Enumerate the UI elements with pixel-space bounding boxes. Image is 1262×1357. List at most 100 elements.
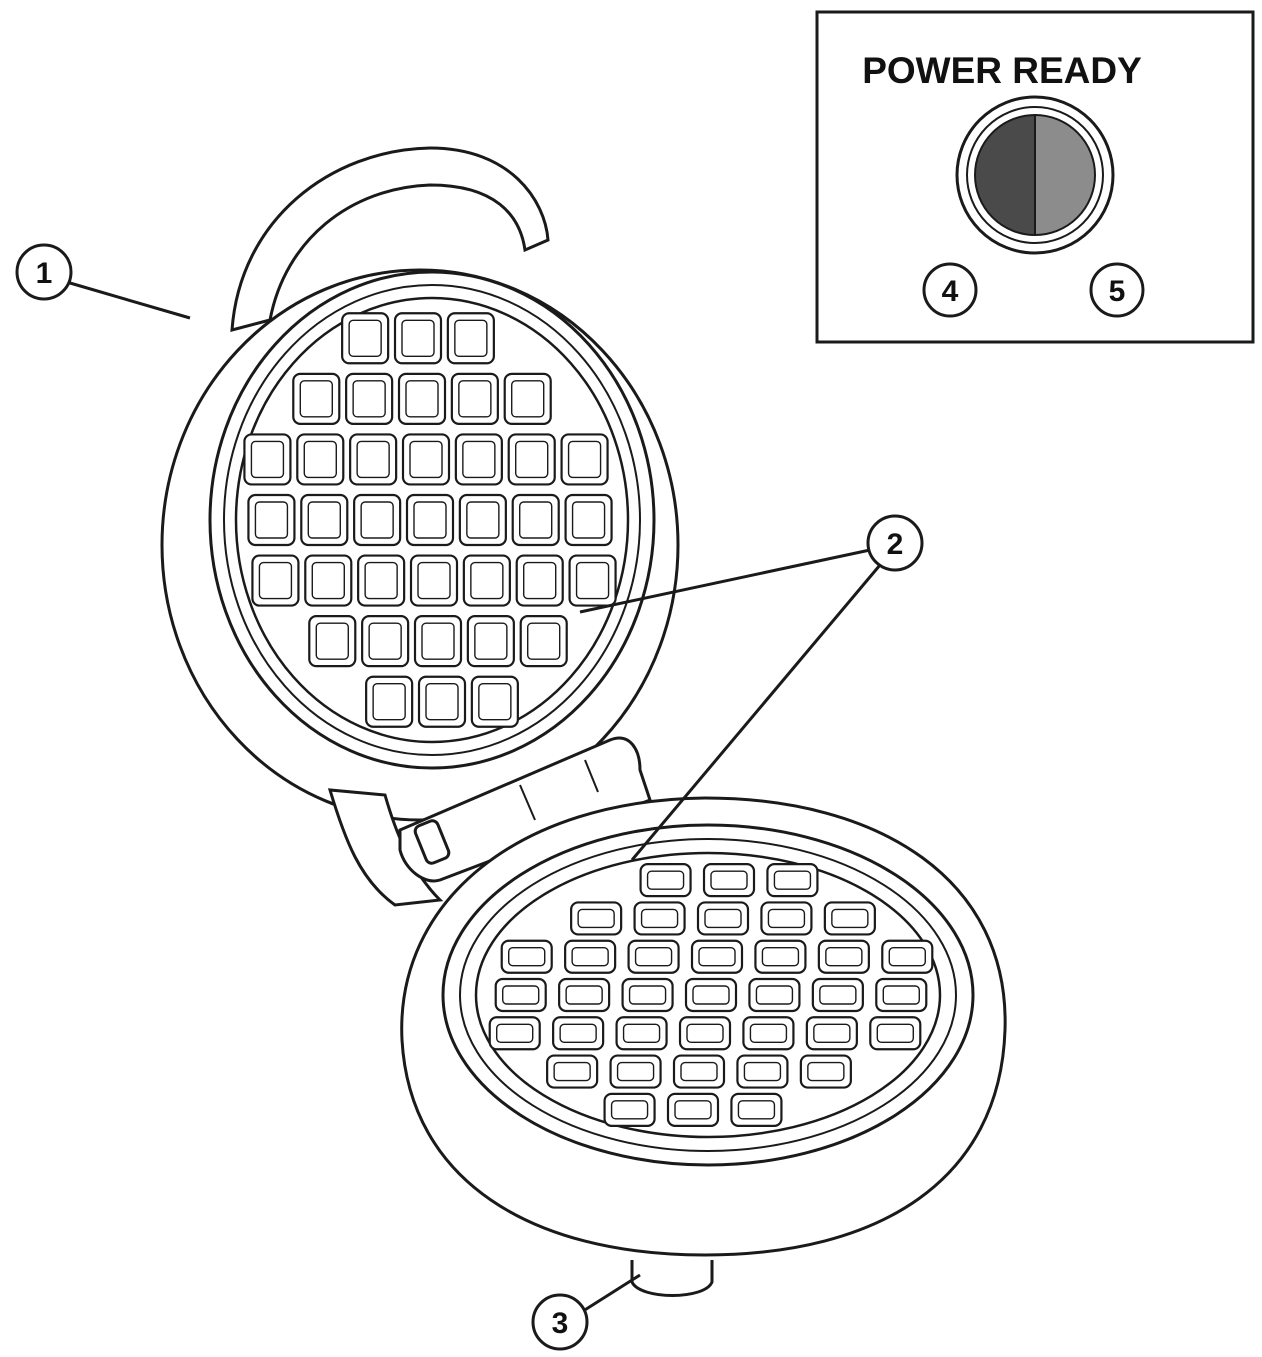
- bottom-plate-cell: [494, 977, 547, 1013]
- top-plate-cell-bevel: [401, 319, 435, 357]
- top-plate-cell: [247, 493, 296, 547]
- callout-2-label: 2: [887, 528, 904, 561]
- top-plate-cell-bevel: [368, 622, 402, 660]
- bottom-plate-cell: [811, 977, 864, 1013]
- leader-3: [579, 1273, 641, 1315]
- top-plate-cell-bevel: [519, 501, 553, 539]
- bottom-plate-cell: [702, 863, 756, 898]
- bottom-plate-cell-bevel: [616, 1061, 655, 1082]
- bottom-plate-cell-bevel: [831, 908, 869, 929]
- top-plate-cell-bevel: [470, 561, 504, 600]
- bottom-plate-cell-bevel: [502, 985, 540, 1005]
- bottom-plate-grid: [488, 863, 934, 1127]
- bottom-plate-cell: [799, 1054, 852, 1089]
- top-plate-cell-bevel: [303, 440, 337, 479]
- callout-3: 3: [531, 1293, 589, 1351]
- top-plate-cell-bevel: [466, 501, 500, 539]
- top-plate-cell-bevel: [307, 501, 341, 539]
- top-plate-cell: [519, 615, 568, 668]
- callout-1: 1: [15, 243, 73, 301]
- bottom-plate-cell-bevel: [813, 1023, 851, 1043]
- bottom-plate-cell-bevel: [680, 1061, 718, 1082]
- top-plate-cell-bevel: [511, 380, 545, 418]
- bottom-plate-cell: [881, 939, 934, 974]
- bottom-plate-cell: [678, 1016, 732, 1051]
- bottom-plate-cell-bevel: [640, 908, 679, 929]
- bottom-plate-cell-bevel: [508, 947, 546, 967]
- top-plate-cell: [365, 675, 414, 728]
- bottom-plate-cell-bevel: [559, 1023, 597, 1043]
- top-plate-cell-bevel: [356, 440, 390, 479]
- top-plate-cell: [304, 554, 353, 607]
- top-plate-cell: [345, 372, 394, 425]
- bottom-plate-cell-bevel: [882, 985, 920, 1005]
- top-plate-cell-bevel: [527, 622, 561, 660]
- top-plate-cell-bevel: [405, 380, 439, 418]
- top-plate-cell-bevel: [454, 319, 488, 357]
- bottom-plate-cell-bevel: [686, 1023, 724, 1043]
- bottom-plate-cell: [666, 1092, 720, 1127]
- top-plate-cell-bevel: [523, 561, 557, 600]
- top-plate-cell-bevel: [567, 440, 602, 479]
- bottom-plate-cell-bevel: [737, 1100, 776, 1120]
- bottom-plate-cell-bevel: [743, 1061, 782, 1082]
- top-plate-cell: [397, 372, 447, 425]
- callout-2: 2: [866, 514, 924, 572]
- bottom-plate-cell-bevel: [553, 1061, 591, 1082]
- top-plate-grid: [243, 312, 617, 728]
- callout-5-label: 5: [1109, 275, 1126, 308]
- top-plate-cell-bevel: [311, 561, 345, 600]
- bottom-plate-cell: [736, 1054, 789, 1089]
- indicator-inset: POWER READY 4 5: [815, 10, 1255, 344]
- callout-1-label: 1: [36, 257, 53, 290]
- top-plate-cell: [308, 615, 357, 668]
- top-plate-cell: [450, 372, 499, 425]
- top-plate-cell-bevel: [352, 380, 386, 418]
- bottom-plate-cell: [570, 901, 623, 936]
- bottom-plate-cell-bevel: [825, 947, 863, 967]
- top-plate-cell: [405, 493, 455, 547]
- top-plate-cell: [515, 554, 564, 607]
- top-plate-cell-bevel: [478, 683, 512, 721]
- inset-title: POWER READY: [862, 50, 1142, 91]
- bottom-plate-cell: [875, 977, 928, 1013]
- ready-light: [1034, 113, 1096, 237]
- bottom-plate-cell: [805, 1016, 858, 1051]
- bottom-plate-cell: [754, 939, 807, 974]
- top-plate-cell: [470, 675, 519, 728]
- top-plate-cell-bevel: [575, 561, 610, 600]
- top-plate-cell-bevel: [474, 622, 508, 660]
- top-plate-cell-bevel: [372, 683, 406, 721]
- bottom-plate-cell: [760, 901, 813, 936]
- lid-hinge-arm: [327, 788, 444, 907]
- top-plate-cell-bevel: [409, 440, 443, 479]
- top-plate-cell-bevel: [315, 622, 349, 660]
- bottom-plate-cell: [672, 1054, 726, 1089]
- top-plate-cell: [503, 372, 552, 425]
- base-foot: [630, 1260, 714, 1297]
- top-plate-cell-bevel: [458, 380, 492, 418]
- bottom-plate-cell-bevel: [819, 985, 857, 1005]
- bottom-plate-cell: [603, 1092, 656, 1127]
- hinge-barrel: [398, 736, 652, 883]
- top-plate-cell: [458, 493, 507, 547]
- top-plate-cell: [296, 433, 345, 486]
- top-plate-cell: [568, 554, 617, 607]
- top-plate-cell: [413, 615, 463, 668]
- bottom-plate-cell: [869, 1016, 922, 1051]
- top-plate-cell-bevel: [515, 440, 549, 479]
- top-plate-cell: [417, 675, 467, 728]
- top-plate-cell: [300, 493, 349, 547]
- bottom-plate-cell: [742, 1016, 795, 1051]
- bottom-plate-cell: [823, 901, 876, 936]
- callout-4-label: 4: [942, 275, 959, 308]
- bottom-plate-cell: [552, 1016, 605, 1051]
- top-plate-cell-bevel: [348, 319, 382, 357]
- bottom-plate-cell-bevel: [710, 870, 748, 890]
- bottom-plate-cell-bevel: [571, 947, 609, 967]
- top-plate-cell-bevel: [425, 683, 459, 721]
- bottom-plate-cell-bevel: [749, 1023, 788, 1043]
- top-plate-cell: [353, 493, 402, 547]
- bottom-plate-cell-bevel: [610, 1100, 649, 1120]
